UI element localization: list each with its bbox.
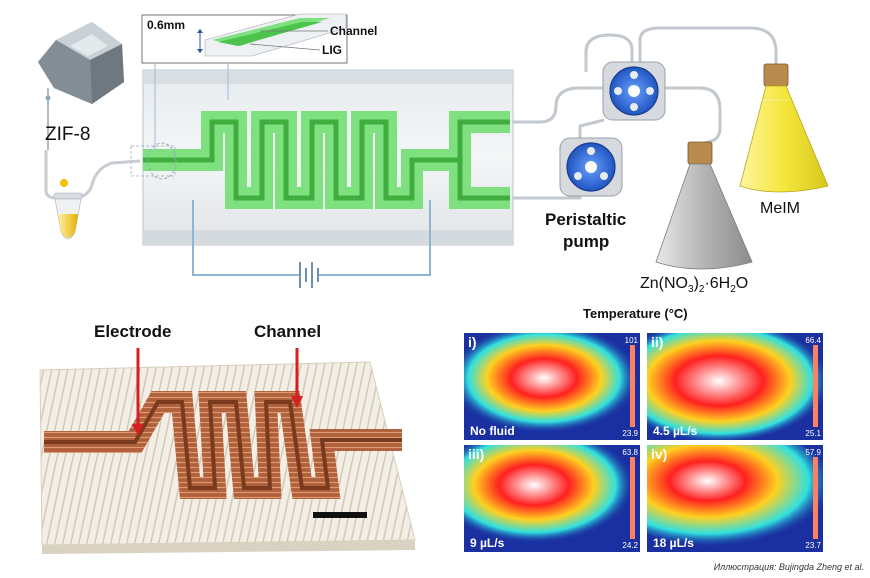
battery-icon [299,262,319,288]
zn-part-6: 2 [730,284,736,296]
thermal-panel-iii: iii) 9 µL/s 63.8 24.2 [464,445,640,552]
thermal-panel-ii-roman: ii) [651,334,664,350]
inset-lig-label: LIG [322,43,342,57]
zn-part-5: ·6H [704,275,731,292]
pump-label-line2: pump [563,232,610,251]
thermal-panel-ii-condition: 4.5 µL/s [653,424,698,438]
zn-nitrate-flask-icon [655,141,753,270]
electrode-label: Electrode [94,322,172,341]
thermal-panel-iii-roman: iii) [468,446,485,462]
inlet-tube [44,150,141,200]
thermal-panel-iv-condition: 18 µL/s [653,536,694,550]
peristaltic-pump-lower-icon [559,137,623,197]
thermal-panel-ii: ii) 4.5 µL/s 66.4 25.1 [647,333,823,440]
device-schematic [38,13,829,288]
inset-cross-section [141,13,348,150]
pump-label-line1: Peristaltic [545,210,627,229]
zn-part-1: Zn(NO [640,275,688,292]
zn-part-3: ) [693,275,699,292]
outlet-tubes [512,26,778,200]
thermal-panel-ii-max: 66.4 [805,336,821,345]
zn-part-4: 2 [698,284,705,296]
zif8-label: ZIF-8 [45,124,91,145]
electrode-arrow-icon [132,348,144,436]
battery-circuit [192,200,431,276]
device-photo [39,348,416,554]
melm-flask-icon [739,63,829,193]
thermal-panel-i-roman: i) [468,334,477,350]
channel-arrow-icon [291,348,303,408]
eppendorf-tube-icon [53,192,83,240]
thermal-panel-i-max: 101 [624,336,638,345]
thermal-panel-i: i) No fluid 101 23.9 [464,333,640,440]
zn-nitrate-label: Zn(NO3)2·6H2O [640,275,748,295]
thermal-panel-iii-condition: 9 µL/s [470,536,505,550]
melm-label: MeIM [760,200,800,217]
channel-label: Channel [254,322,322,341]
zn-part-2: 3 [688,284,694,296]
lig-electrode-serpentine [143,111,510,209]
thermal-panel-iv: iv) 18 µL/s 57.9 23.7 [647,445,823,552]
figure-caption: Иллюстрация: Bujingda Zheng et al. [713,562,864,572]
thermal-panel-iv-roman: iv) [651,446,668,462]
thermal-panel-iv-min: 23.7 [805,541,821,550]
thermal-panel-i-condition: No fluid [470,424,515,438]
thermal-panel-iii-max: 63.8 [622,448,638,457]
thermal-panel-iii-min: 24.2 [622,541,638,550]
inlet-highlight [147,142,177,180]
zif8-crystal-icon [38,22,124,150]
peristaltic-pump-upper-icon [602,61,666,121]
inset-channel-label: Channel [330,24,378,38]
scale-bar [313,512,367,518]
thermal-panel-ii-min: 25.1 [805,429,821,438]
inset-dimension-label: 0.6mm [147,18,186,32]
thermal-panel-iv-max: 57.9 [805,448,821,457]
zn-part-7: O [735,275,749,292]
thermal-title: Temperature (°C) [583,306,688,321]
thermal-panel-i-min: 23.9 [622,429,638,438]
